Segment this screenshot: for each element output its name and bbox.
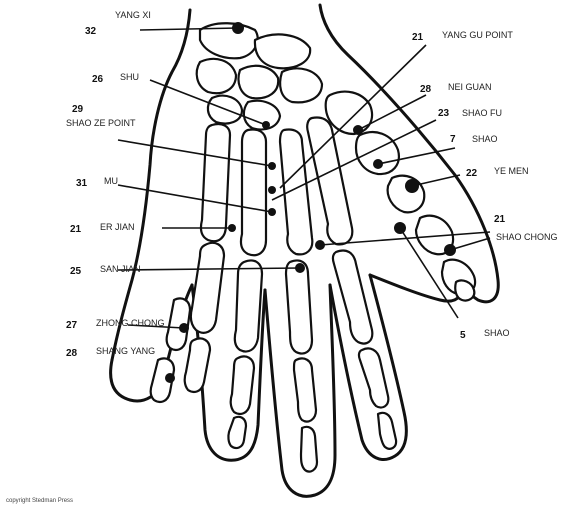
thumb-tip-bones [416,216,475,301]
point-name: YANG GU POINT [442,30,513,40]
leader-7 [412,175,460,186]
point-name: YE MEN [494,166,529,176]
point-number: 5 [460,330,466,341]
acupoint-27-marker [179,323,189,333]
labels-left: 32 YANG XI 26 SHU 29 SHAO ZE POINT 31 MU… [66,10,165,359]
acupoint-21-marker [228,224,236,232]
point-number: 32 [85,26,97,37]
metacarpal-bones [201,118,352,256]
acupoint-23-marker [373,159,383,169]
point-name: ZHONG CHONG [96,318,165,328]
ring-finger-bones [286,261,317,472]
point-number: 28 [66,348,78,359]
point-number: 21 [412,32,424,43]
acupoint-22-marker [315,240,325,250]
acupoint-24-marker [268,186,276,194]
point-number: 21 [494,214,506,225]
point-number: 27 [66,320,78,331]
point-number: 25 [70,266,82,277]
point-number: 28 [420,84,432,95]
acupoint-5-marker [394,222,406,234]
acupoint-28b-marker [165,373,175,383]
acupoint-26-marker [262,121,270,129]
acupoint-29-marker [268,162,276,170]
point-name: SHAO CHONG [496,232,558,242]
point-number: 22 [466,168,478,179]
point-name: SHAO FU [462,108,502,118]
point-name: SHAO [472,134,498,144]
point-number: 31 [76,178,88,189]
point-name: YANG XI [115,10,151,20]
copyright-text: copyright Stedman Press [6,498,73,504]
point-name: SHAO [484,328,510,338]
leader-25 [118,268,300,270]
point-number: 23 [438,108,450,119]
point-name: SHANG YANG [96,346,155,356]
point-number: 21 [70,224,82,235]
acupoint-32-marker [232,22,244,34]
point-number: 7 [450,134,456,145]
carpal-bones [197,23,322,129]
point-number: 29 [72,104,84,115]
labels-right: 21 YANG GU POINT 28 NEI GUAN 23 SHAO FU … [412,30,558,341]
leader-p2 [450,238,490,250]
acupoint-p2-marker [444,244,456,256]
point-name: ER JIAN [100,222,135,232]
point-number: 26 [92,74,104,85]
point-name: SHAO ZE POINT [66,118,136,128]
acupoint-25-marker [295,263,305,273]
point-name: MU [104,176,118,186]
leader-28 [280,45,426,188]
point-name: NEI GUAN [448,82,492,92]
acupoint-31-marker [268,208,276,216]
index-finger-bones [185,243,224,392]
acupoint-11-marker [353,125,363,135]
point-name: SHU [120,72,139,82]
acupoint-7-marker [405,179,419,193]
point-name: SAN JIAN [100,264,141,274]
